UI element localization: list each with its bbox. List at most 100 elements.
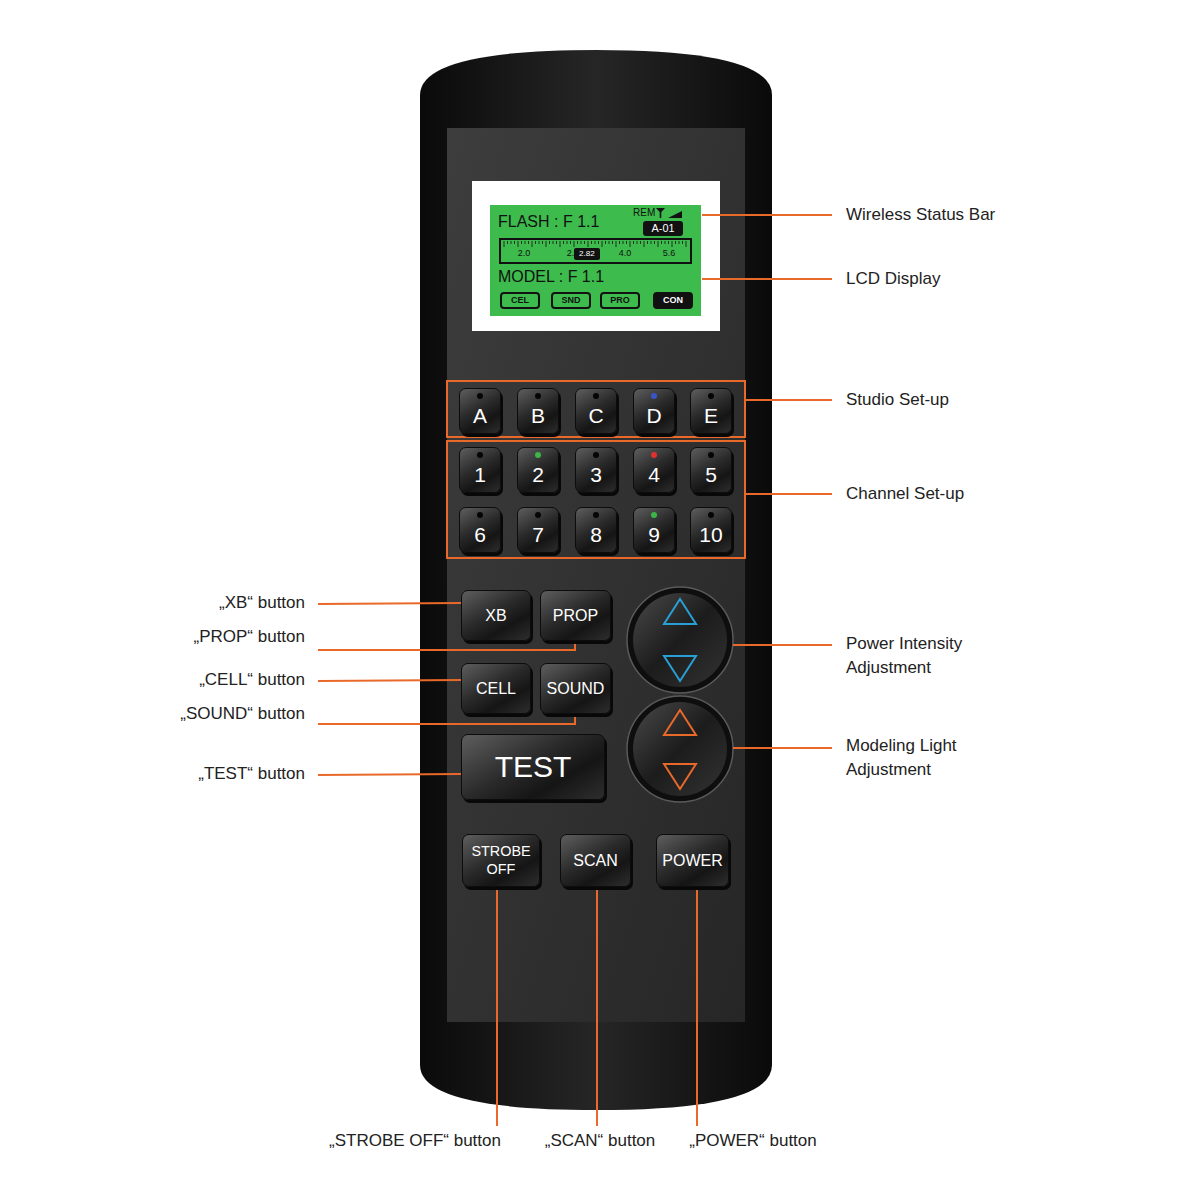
scale-tick: [679, 241, 680, 244]
scale-tick: [651, 241, 652, 244]
studio-bracket: [447, 381, 745, 437]
scale-tick: [584, 241, 585, 244]
callout-label: „POWER“ button: [668, 1129, 838, 1153]
scale-tick: [661, 241, 662, 244]
lcd-text: REM: [633, 207, 655, 218]
button-label: 3: [588, 462, 604, 487]
scale-tick: [637, 241, 638, 244]
scale-tick: [612, 241, 613, 244]
callout-label: LCD Display: [846, 267, 940, 291]
scale-tick: [609, 241, 610, 244]
button-label: A-01: [652, 222, 675, 235]
status-led: [593, 393, 599, 399]
channel-key: 9: [633, 507, 675, 553]
lcd-frame: [472, 181, 720, 331]
scale-tick: [528, 241, 529, 244]
leader-line: [745, 399, 832, 401]
button-label: 10: [697, 522, 724, 547]
scale-tick: [644, 241, 645, 247]
status-led: [593, 452, 599, 458]
button-label: C: [586, 403, 605, 428]
button-label: XB: [483, 606, 508, 625]
scale-tick: [511, 241, 512, 244]
function-button: STROBE OFF: [462, 834, 540, 887]
scale-tick: [574, 241, 575, 247]
scale-tick: [623, 241, 624, 244]
callout-label: „CELL“ button: [199, 668, 305, 692]
studio-key: D: [633, 388, 675, 434]
lcd-tab: CEL: [500, 292, 540, 309]
button-label: STROBE OFF: [463, 843, 539, 878]
channel-badge: A-01: [643, 221, 683, 236]
button-label: 2.82: [579, 249, 595, 259]
modeling-knob: [633, 702, 727, 796]
callout-label: Power Intensity Adjustment: [846, 632, 996, 680]
scale-tick: [535, 241, 536, 244]
button-label: 7: [530, 522, 546, 547]
leader-line: [696, 888, 698, 1126]
lcd-text: 2.0: [518, 249, 531, 259]
button-label: E: [702, 403, 720, 428]
channel-bracket: [447, 441, 745, 558]
button-label: POWER: [660, 851, 724, 870]
scale-tick: [563, 241, 564, 244]
button-label: 4: [646, 462, 662, 487]
scale-tick: [532, 241, 533, 247]
scale-tick: [507, 241, 508, 244]
button-label: 2: [530, 462, 546, 487]
signal-icon: [656, 208, 688, 220]
scale-tick: [570, 241, 571, 244]
function-button: POWER: [656, 834, 729, 887]
lcd-text: MODEL : F 1.1: [498, 268, 604, 286]
scale-tick: [525, 241, 526, 244]
callout-label: „TEST“ button: [198, 762, 305, 786]
callout-label: Studio Set-up: [846, 388, 949, 412]
lcd-text: 5.6: [663, 249, 676, 259]
button-label: B: [529, 403, 547, 428]
function-button: SCAN: [560, 834, 631, 887]
channel-key: 1: [459, 447, 501, 493]
scale-tick: [640, 241, 641, 244]
front-panel: [447, 128, 745, 1022]
scale-tick: [619, 241, 620, 244]
scale-tick: [598, 241, 599, 244]
status-led: [593, 512, 599, 518]
studio-key: C: [575, 388, 617, 434]
scale-tick: [542, 241, 543, 244]
scale-tick: [602, 241, 603, 247]
callout-label: Channel Set-up: [846, 482, 964, 506]
scale-tick: [630, 241, 631, 247]
button-label: PRO: [610, 295, 630, 306]
button-label: SCAN: [571, 851, 619, 870]
scale-tick: [567, 241, 568, 244]
scale-tick: [633, 241, 634, 244]
scale-tick: [556, 241, 557, 244]
lcd-screen: REMFLASH : F 1.1MODEL : F 1.1A-012.02.84…: [490, 205, 701, 316]
status-led: [708, 452, 714, 458]
modeling-up-arrow: [664, 710, 696, 735]
status-led: [477, 512, 483, 518]
leader-line: [318, 774, 461, 775]
scale-value: 2.82: [574, 248, 600, 260]
button-label: CON: [663, 295, 683, 306]
scale-tick: [675, 241, 676, 244]
studio-key: B: [517, 388, 559, 434]
scale-tick: [591, 241, 592, 244]
scale-tick: [654, 241, 655, 244]
leader-line: [733, 644, 832, 646]
studio-key: E: [690, 388, 732, 434]
scale-tick: [514, 241, 515, 244]
modeling-down-arrow: [664, 764, 696, 789]
channel-key: 4: [633, 447, 675, 493]
power-down-arrow: [664, 656, 696, 681]
function-button: XB: [461, 590, 531, 641]
scale-tick: [686, 241, 687, 247]
status-led: [651, 393, 657, 399]
scale-tick: [504, 241, 505, 247]
leader-line: [702, 214, 832, 216]
button-label: SOUND: [545, 679, 607, 698]
studio-key: A: [459, 388, 501, 434]
channel-key: 2: [517, 447, 559, 493]
scale-tick: [577, 241, 578, 244]
